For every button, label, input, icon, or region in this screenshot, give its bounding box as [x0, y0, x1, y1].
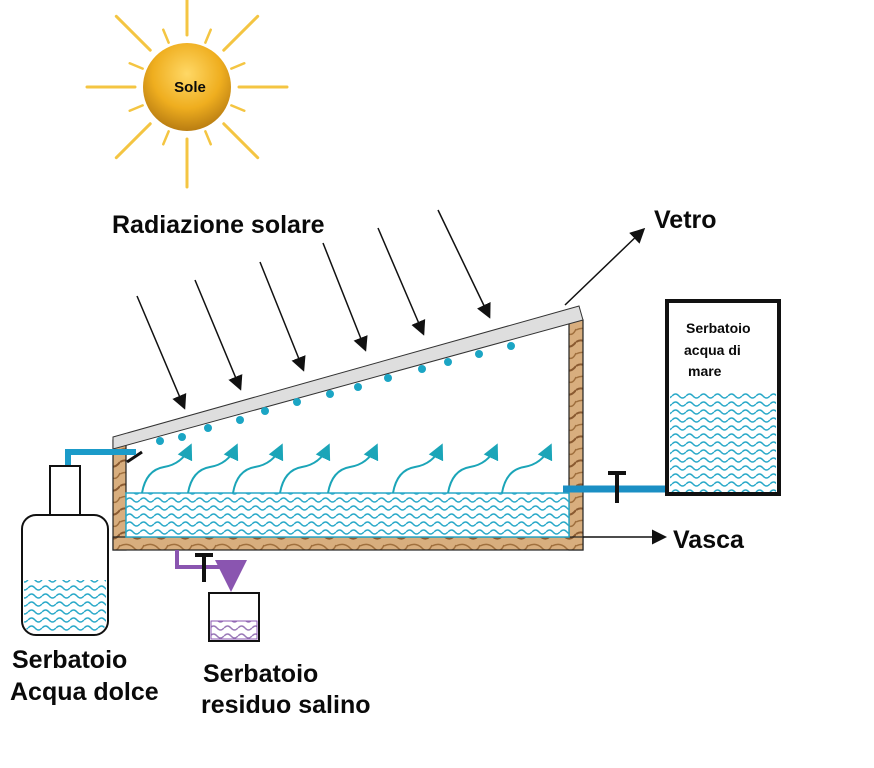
condensate-droplets — [156, 342, 515, 445]
glass-label: Vetro — [654, 206, 717, 234]
sun-label: Sole — [174, 79, 206, 96]
droplet — [178, 433, 186, 441]
basin-water — [125, 492, 570, 538]
fresh-water-tank-label-2: Acqua dolce — [10, 678, 159, 706]
fresh-water-tank-label-1: Serbatoio — [12, 646, 127, 674]
evaporation-arrow — [232, 443, 284, 494]
fresh-water-pipe — [65, 449, 136, 466]
droplet — [261, 407, 269, 415]
radiation-arrow — [136, 295, 187, 410]
fresh-water-tank-neck — [49, 465, 81, 517]
droplet — [418, 365, 426, 373]
droplet — [507, 342, 515, 350]
droplet — [475, 350, 483, 358]
droplet — [444, 358, 452, 366]
sun-ray — [114, 14, 152, 52]
brine-tank-label-2: residuo salino — [201, 691, 370, 719]
evaporation-arrow — [392, 443, 444, 494]
droplet — [354, 383, 362, 391]
seawater-tank-label-2: acqua di — [684, 342, 741, 358]
sun-ray — [204, 28, 212, 44]
seawater-tank-label-1: Serbatoio — [686, 320, 751, 336]
basin-left-wall — [112, 439, 127, 551]
sun-icon — [85, 0, 289, 189]
fresh-water-level — [24, 580, 106, 633]
glass-pane — [112, 305, 584, 450]
brine-level — [210, 620, 258, 640]
droplet — [384, 374, 392, 382]
evaporation-arrows — [141, 443, 553, 494]
glass-pointer-arrow — [564, 227, 646, 306]
radiation-arrow — [194, 279, 243, 391]
radiation-label: Radiazione solare — [112, 211, 325, 239]
brine-valve[interactable] — [195, 553, 213, 582]
droplet — [156, 437, 164, 445]
seawater-level — [670, 391, 776, 492]
radiation-arrow — [322, 242, 368, 352]
radiation-arrow — [377, 227, 426, 336]
sun-ray — [114, 122, 152, 160]
sun-ray — [162, 130, 170, 146]
sun-ray — [222, 122, 260, 160]
droplet — [236, 416, 244, 424]
brine-tank-label-1: Serbatoio — [203, 660, 318, 688]
sun-ray — [222, 14, 260, 52]
basin-label: Vasca — [673, 526, 745, 554]
basin-right-wall — [568, 319, 584, 551]
seawater-valve[interactable] — [608, 471, 626, 503]
basin-floor — [112, 536, 584, 551]
sun-ray — [162, 28, 170, 44]
droplet — [326, 390, 334, 398]
evaporation-arrow — [447, 443, 499, 494]
evaporation-arrow — [187, 443, 239, 494]
sun-ray — [230, 104, 246, 112]
collection-gutter — [126, 450, 143, 464]
evaporation-arrow — [279, 443, 331, 494]
radiation-arrow — [259, 261, 306, 372]
sun-ray — [204, 130, 212, 146]
evaporation-arrow — [327, 443, 379, 494]
sun-disc — [143, 43, 231, 131]
sun-ray — [230, 62, 246, 70]
radiation-arrow — [437, 209, 491, 319]
seawater-tank-label-3: mare — [688, 363, 722, 379]
sun-ray — [128, 62, 144, 70]
droplet — [204, 424, 212, 432]
radiation-arrows — [136, 209, 491, 410]
droplet — [293, 398, 301, 406]
sun-ray — [128, 104, 144, 112]
evaporation-arrow — [501, 443, 553, 494]
evaporation-arrow — [141, 443, 193, 494]
